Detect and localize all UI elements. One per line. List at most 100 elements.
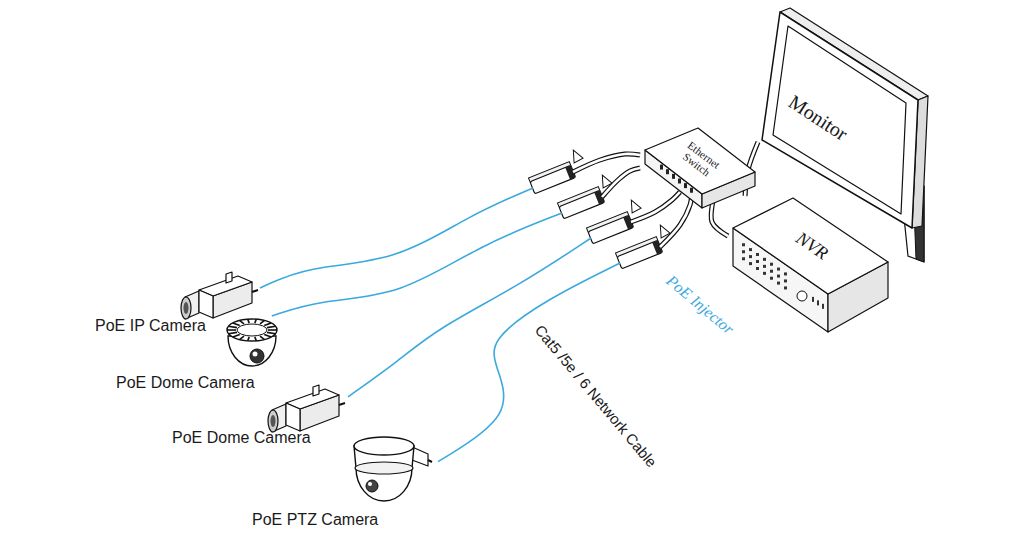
bullet-camera: PoE Dome Camera xyxy=(168,383,348,449)
network-cable xyxy=(438,192,692,462)
injector-body xyxy=(530,165,576,194)
camera-lens-glass xyxy=(271,415,276,427)
dome-rib xyxy=(248,319,250,323)
nvr-knob xyxy=(797,291,807,301)
dome-rib xyxy=(240,336,245,339)
network-cable xyxy=(348,192,680,397)
poe-cable xyxy=(260,188,533,288)
ptz-camera: PoE PTZ Camera xyxy=(248,430,438,532)
component-label: PoE Injector xyxy=(663,272,738,339)
dome-rib xyxy=(260,320,265,323)
camera-front xyxy=(199,290,213,318)
nvr-button xyxy=(777,268,780,271)
nvr-button xyxy=(742,243,745,246)
dome-rib xyxy=(264,323,271,326)
injector-body xyxy=(617,240,663,269)
dome-rib xyxy=(255,319,257,323)
nvr-button xyxy=(749,255,752,258)
nvr-button xyxy=(770,263,773,266)
injector-indicator xyxy=(628,198,642,213)
monitor: Monitor xyxy=(758,8,930,234)
nvr-top xyxy=(733,198,888,294)
cable-outline xyxy=(602,168,640,197)
switch-port xyxy=(660,165,663,170)
nvr-recorder: NVR xyxy=(728,196,892,336)
poe-injector xyxy=(612,223,676,269)
dome-rib xyxy=(264,334,271,337)
nvr-led xyxy=(812,297,814,302)
nvr-button xyxy=(763,258,766,261)
nvr-led xyxy=(817,300,819,305)
ptz-lens xyxy=(366,480,378,492)
nvr-button xyxy=(770,277,773,280)
dome-rib xyxy=(255,337,257,341)
cable-core xyxy=(631,192,680,222)
camera-mount xyxy=(313,385,319,396)
dome-rib xyxy=(229,332,237,333)
monitor-frame xyxy=(762,12,918,228)
cable-outline xyxy=(631,192,680,222)
switch-port xyxy=(678,178,681,183)
nvr-button xyxy=(742,250,745,253)
node-shape-group xyxy=(762,8,928,228)
camera-lens-glass xyxy=(184,302,189,314)
injector-indicator xyxy=(570,148,584,163)
ptz-bracket xyxy=(428,460,432,462)
nvr-button xyxy=(742,257,745,260)
poe-injector xyxy=(554,173,618,219)
dome-rib xyxy=(233,323,240,326)
nvr-button xyxy=(756,260,759,263)
dome-rib xyxy=(240,320,245,323)
nvr-button xyxy=(763,272,766,275)
ethernet-switch: Ethernet Switch xyxy=(640,122,760,192)
camera-lens xyxy=(268,410,278,432)
node-shape-group xyxy=(227,319,277,366)
dome-cap xyxy=(237,324,267,336)
nvr-button xyxy=(777,282,780,285)
cable-core xyxy=(602,168,640,197)
switch-port xyxy=(684,183,687,188)
ptz-band xyxy=(355,462,413,474)
dome-rib xyxy=(233,334,240,337)
nvr-button xyxy=(749,248,752,251)
node-shape xyxy=(728,196,892,336)
dome-rib xyxy=(229,326,237,327)
dome-rib xyxy=(268,329,277,331)
node-shape-group xyxy=(181,272,258,319)
nvr-led xyxy=(822,304,824,309)
poe-cable xyxy=(348,238,591,397)
network-cable xyxy=(260,154,640,288)
injector-body xyxy=(588,215,634,244)
camera-connector xyxy=(252,290,258,292)
nvr-button xyxy=(763,265,766,268)
cable-core xyxy=(660,192,692,247)
camera-front xyxy=(286,403,300,431)
node-shape-group xyxy=(354,437,432,501)
injector-body xyxy=(559,190,605,219)
dome-lens xyxy=(250,349,264,363)
switch-port xyxy=(672,174,675,179)
switch-port xyxy=(690,188,693,193)
nvr-button xyxy=(770,270,773,273)
node-label: PoE IP Camera xyxy=(95,318,206,335)
dome-lens-glint xyxy=(253,352,258,357)
dome-rib xyxy=(260,336,265,339)
dome-rib xyxy=(267,326,275,327)
dome-rib xyxy=(248,337,250,341)
nvr-button xyxy=(756,253,759,256)
nvr-button xyxy=(749,262,752,265)
nvr-button xyxy=(784,272,787,275)
node-label: PoE PTZ Camera xyxy=(252,512,378,529)
node-shape-group xyxy=(733,198,888,332)
node-shape xyxy=(758,8,930,234)
ptz-lens-glint xyxy=(368,482,372,486)
node-label: PoE Dome Camera xyxy=(172,430,311,447)
monitor-screen xyxy=(773,26,906,214)
switch-top xyxy=(645,128,755,194)
nvr-button xyxy=(756,267,759,270)
switch-port xyxy=(666,169,669,174)
cable-label: Cat5 /5e / 6 Network Cable xyxy=(532,322,661,471)
dome-rib xyxy=(227,329,236,331)
node-label: PoE Dome Camera xyxy=(116,375,255,392)
